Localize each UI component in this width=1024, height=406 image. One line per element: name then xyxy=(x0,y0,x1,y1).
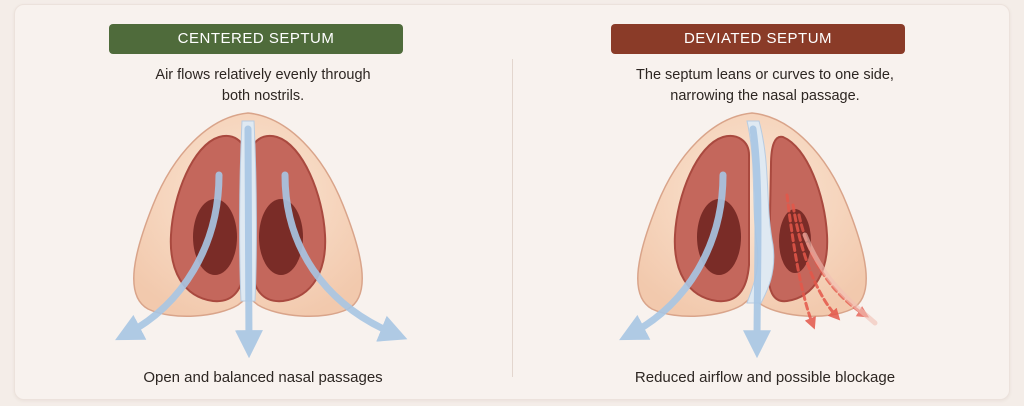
airflow-arrow-right xyxy=(281,171,408,342)
panel-divider xyxy=(512,59,513,377)
centered-septum-illustration xyxy=(115,112,408,359)
right-nostril-inner xyxy=(779,209,811,273)
deviated-septum-caption: Reduced airflow and possible blockage xyxy=(634,369,896,386)
deviated-septum-description-line-1: The septum leans or curves to one side, xyxy=(636,67,894,83)
deviated-septum-illustration xyxy=(619,112,878,359)
airflow-arrow-center xyxy=(234,125,263,359)
airflow-arrow-center xyxy=(743,125,772,359)
deviated-septum-description-line-2: narrowing the nasal passage. xyxy=(670,88,860,104)
centered-septum-description: Air flows relatively evenly through both… xyxy=(23,65,503,107)
blocked-airflow-arrow-1 xyxy=(785,193,816,330)
deviated-septum-badge: DEVIATED SEPTUM xyxy=(611,24,905,54)
deviated-septum-description: The septum leans or curves to one side, … xyxy=(525,65,1005,107)
centered-septum-badge: CENTERED SEPTUM xyxy=(109,24,403,54)
faint-airflow-right xyxy=(802,232,878,326)
centered-septum-caption: Open and balanced nasal passages xyxy=(143,369,383,386)
airflow-arrow-left xyxy=(115,171,223,341)
centered-septum-description-line-1: Air flows relatively evenly through xyxy=(155,67,371,83)
blocked-airflow-arrow-2 xyxy=(791,203,841,321)
centered-septum-description-line-2: both nostrils. xyxy=(221,88,305,104)
centered-septum-panel: CENTERED SEPTUM Air flows relatively eve… xyxy=(23,5,503,399)
deviated-septum-panel: DEVIATED SEPTUM The septum leans or curv… xyxy=(525,5,1005,399)
diagram-card: CENTERED SEPTUM Air flows relatively eve… xyxy=(14,4,1010,400)
airflow-arrow-left xyxy=(619,171,727,341)
